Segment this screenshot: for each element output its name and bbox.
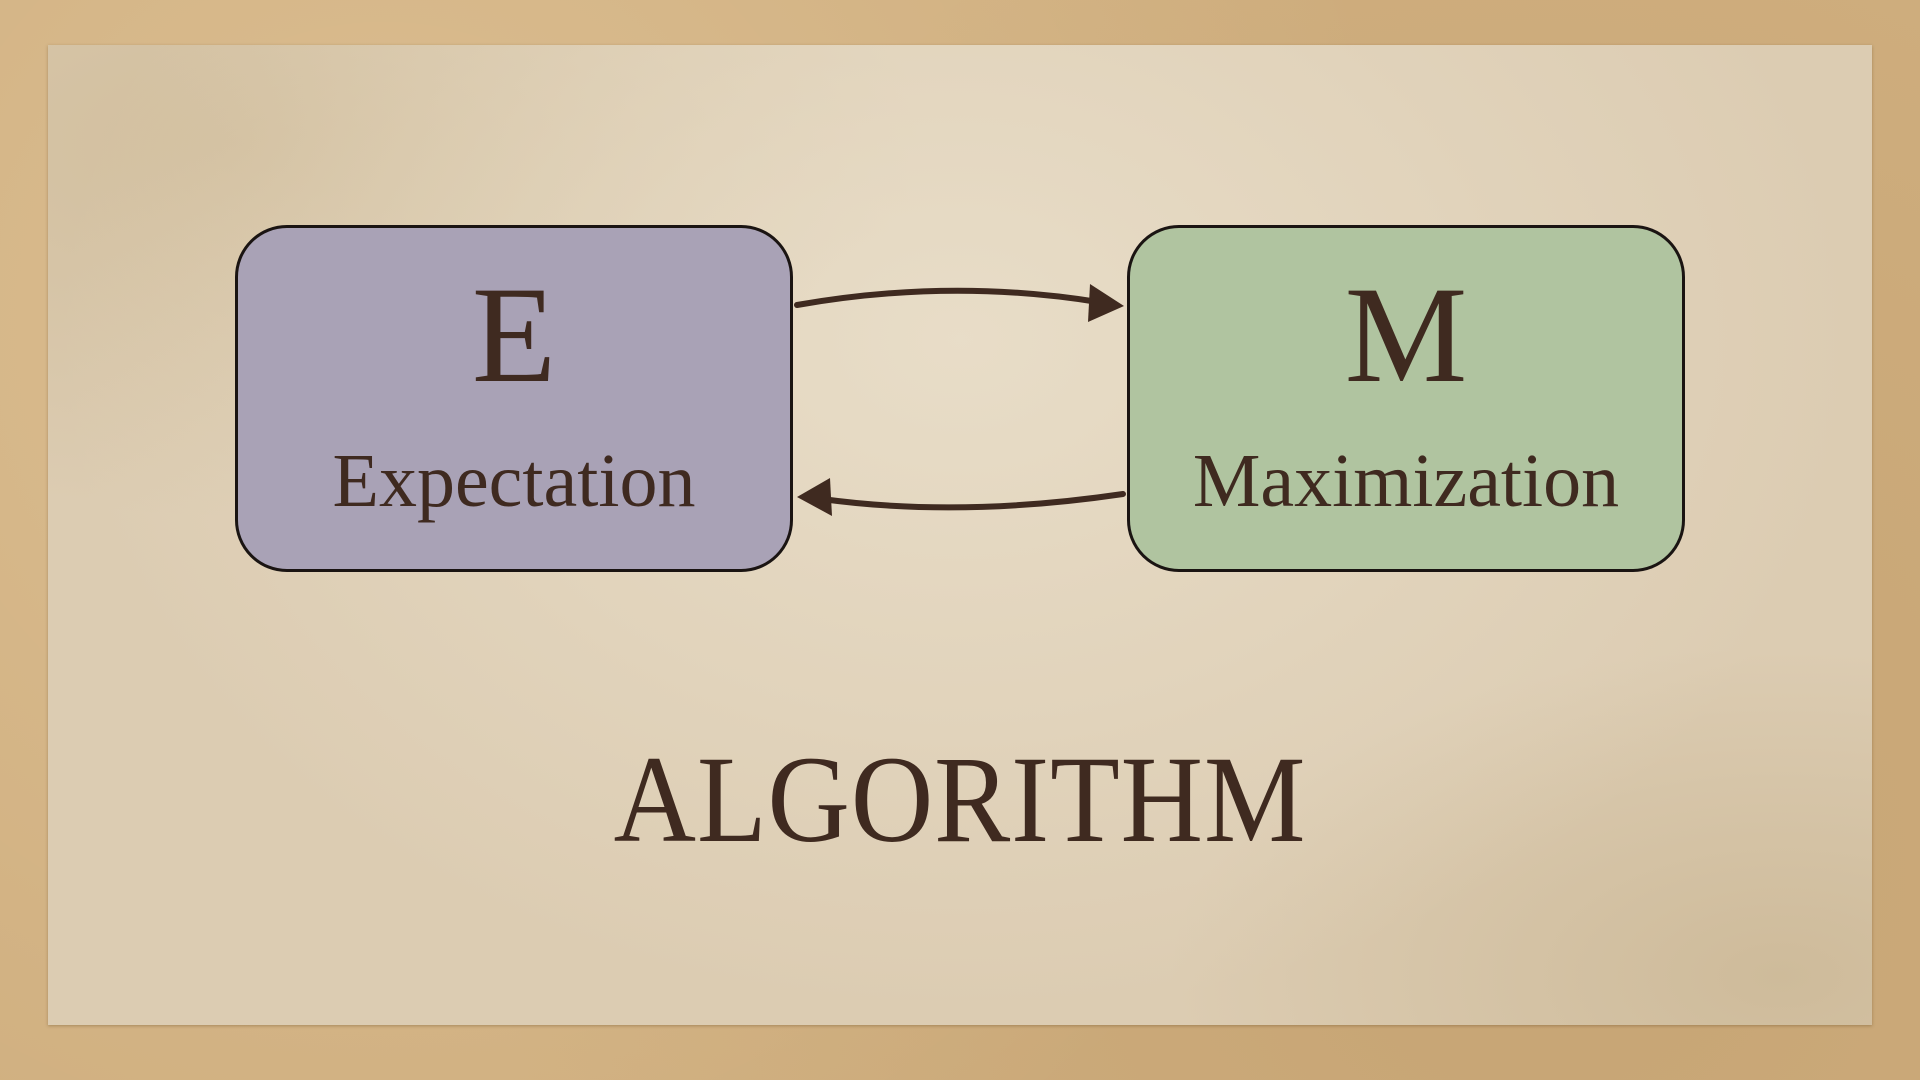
maximization-letter: M (1344, 258, 1468, 411)
maximization-label: Maximization (1192, 439, 1620, 523)
expectation-letter: E (471, 258, 557, 411)
maximization-box: M Maximization (1127, 225, 1685, 572)
slide-title: ALGORITHM (613, 731, 1307, 868)
expectation-label: Expectation (332, 439, 696, 523)
expectation-box: E Expectation (235, 225, 793, 572)
